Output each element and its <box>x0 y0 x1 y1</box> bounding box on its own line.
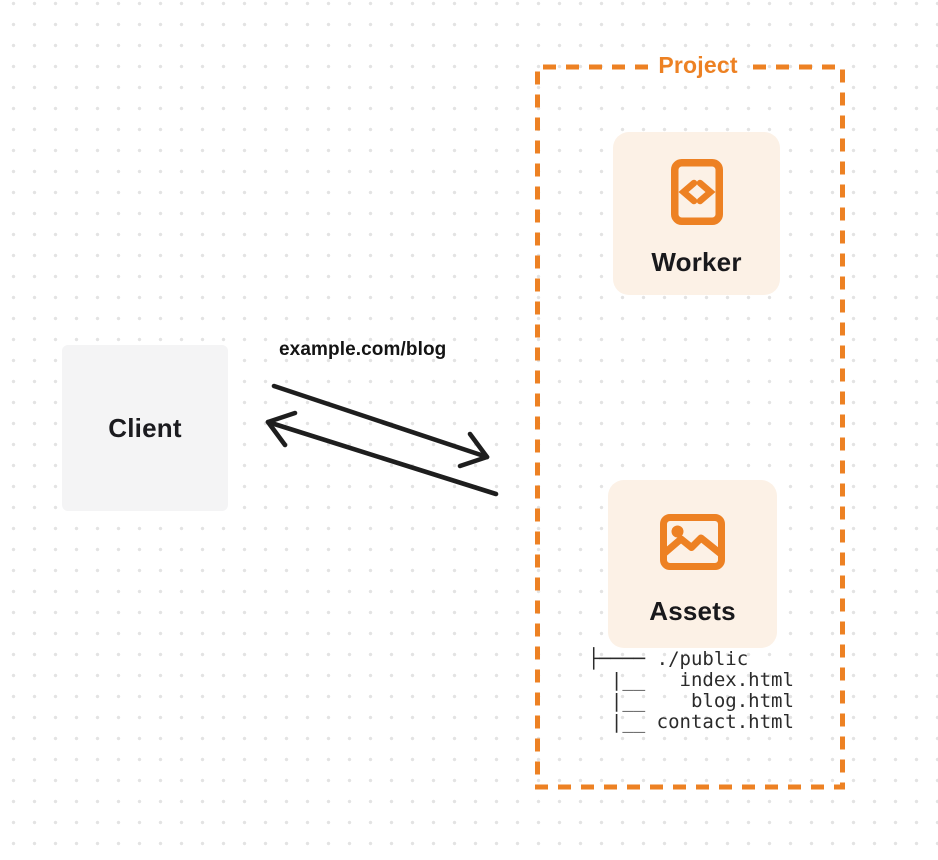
image-icon <box>660 513 725 570</box>
request-arrow <box>271 383 490 469</box>
client-label: Client <box>108 412 182 443</box>
code-document-icon <box>670 159 723 225</box>
file-tree-line-blog: |__ blog.html <box>588 690 794 712</box>
client-node: Client <box>62 345 228 511</box>
file-tree-line-index: |__ index.html <box>588 669 794 691</box>
response-arrow <box>265 410 499 497</box>
assets-label: Assets <box>649 595 736 626</box>
worker-node: Worker <box>613 132 780 295</box>
file-tree-line-contact: |__ contact.html <box>588 711 794 733</box>
worker-label: Worker <box>651 247 742 277</box>
request-url-label: example.com/blog <box>279 339 447 360</box>
assets-file-tree: ├──── ./public |__ index.html |__ blog.h… <box>588 649 794 733</box>
assets-node: Assets <box>608 480 777 648</box>
file-tree-line-public: ├──── ./public <box>588 648 749 670</box>
project-title: Project <box>658 52 738 78</box>
